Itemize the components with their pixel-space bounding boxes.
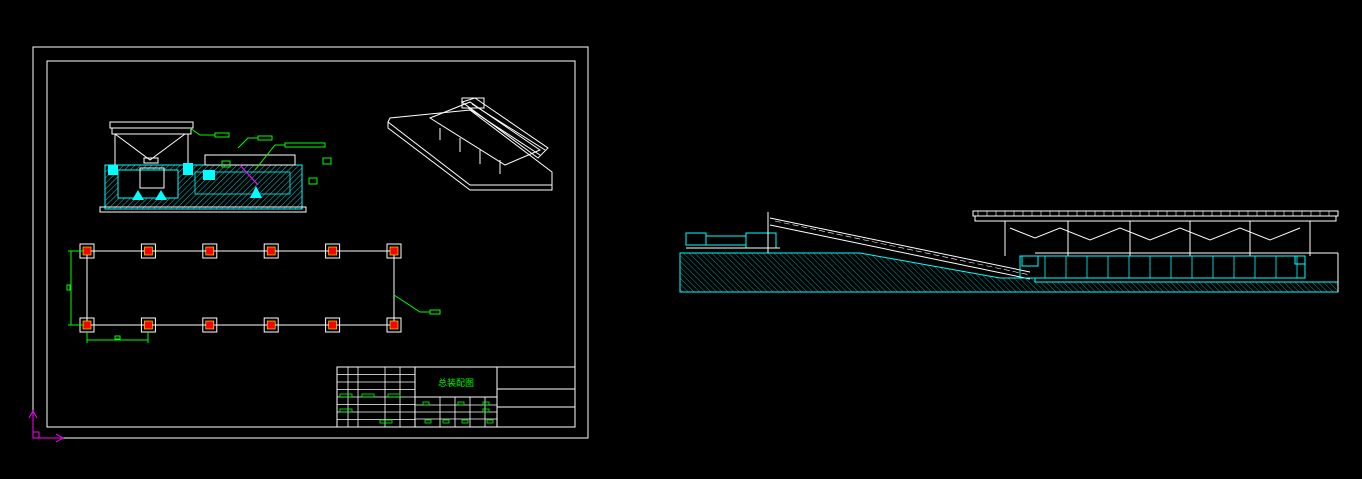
pit-2 <box>194 171 291 195</box>
tb-text-mark <box>482 408 490 413</box>
column-pad <box>202 243 218 259</box>
end-unit <box>1294 255 1306 265</box>
conveyor-bottom-line <box>769 224 1031 280</box>
tb-text-mark <box>379 419 393 424</box>
leader-tag <box>257 135 273 141</box>
equipment <box>203 170 215 180</box>
column-pad <box>263 243 279 259</box>
leader-line <box>393 294 430 313</box>
hopper-funnel <box>114 133 186 161</box>
column-group <box>79 243 402 333</box>
tb-text-mark <box>361 393 375 398</box>
hopper-rim <box>111 127 192 135</box>
ground-hatch <box>679 252 1339 293</box>
tb-text-mark <box>482 401 490 406</box>
sheet-outer-border <box>32 46 589 439</box>
iso-rail <box>467 107 541 156</box>
iso-slab-side <box>387 122 553 191</box>
tb-text-mark <box>442 419 450 424</box>
column-pad <box>263 317 279 333</box>
tb-text-mark <box>461 419 469 424</box>
drawing-name-label: 总装配图 <box>438 377 474 389</box>
front-elevation-view <box>99 121 332 213</box>
column-grid-plan <box>66 243 441 343</box>
column-pad <box>140 243 156 259</box>
isometric-view <box>387 97 553 191</box>
iso-rail <box>471 103 546 151</box>
tb-text-mark <box>387 393 401 398</box>
base-slab <box>99 206 307 213</box>
iso-structure <box>428 101 542 166</box>
tb-text-mark <box>424 419 432 424</box>
column-pad <box>325 243 341 259</box>
receiving-hopper <box>745 232 777 249</box>
tb-text-mark <box>457 401 465 406</box>
equipment <box>183 163 193 175</box>
hopper-profile <box>1009 227 1301 241</box>
tb-text-mark <box>422 401 430 406</box>
leader-tag <box>214 132 230 138</box>
green-marker <box>221 160 231 168</box>
conveyor-top-line <box>769 217 1031 273</box>
green-marker <box>308 177 318 185</box>
dimension-text-mark <box>66 284 71 291</box>
truss-bottom <box>974 215 1337 222</box>
column-pad <box>325 317 341 333</box>
tb-text-mark <box>486 419 494 424</box>
title-block-grid <box>415 397 497 427</box>
support <box>250 186 262 198</box>
grid-outline <box>86 250 395 326</box>
hopper-outlet <box>143 157 159 164</box>
column-pad <box>202 317 218 333</box>
support <box>155 190 167 200</box>
leader-tag <box>429 309 441 315</box>
loader-cab <box>1021 255 1039 267</box>
truss-top <box>972 210 1339 217</box>
bottom-conveyor <box>1019 255 1306 279</box>
leader-line <box>254 144 285 171</box>
bin-dividers <box>1044 256 1298 278</box>
tb-text-mark <box>339 408 353 413</box>
hopper-top <box>109 121 194 129</box>
drawing-sheet <box>32 46 589 439</box>
pit <box>117 169 179 199</box>
tb-text-mark <box>339 393 353 398</box>
ucs-axis-icon <box>28 409 65 443</box>
leader-line <box>189 127 215 136</box>
leader-line <box>237 137 258 149</box>
truck-body <box>705 235 747 246</box>
column-pad <box>386 243 402 259</box>
title-block <box>336 366 576 428</box>
support <box>132 190 144 200</box>
truck-box <box>139 167 165 189</box>
truck-cab <box>685 232 707 246</box>
side-elevation-view <box>679 210 1339 293</box>
column-pad <box>386 317 402 333</box>
conveyor-frame <box>204 154 296 166</box>
iso-conveyor <box>460 97 549 159</box>
conveyor-belt <box>774 220 1031 276</box>
equipment <box>108 165 118 175</box>
truss-webs <box>977 211 1330 216</box>
green-marker <box>322 157 332 165</box>
magenta-line <box>239 164 259 186</box>
leader-tag <box>284 142 326 148</box>
sheet-inner-border <box>46 60 576 428</box>
iso-hopper <box>461 97 485 109</box>
dimension-text-mark <box>114 335 121 340</box>
side-columns <box>1004 221 1311 256</box>
title-block-grid <box>337 367 415 427</box>
iso-slab-top <box>387 109 553 186</box>
